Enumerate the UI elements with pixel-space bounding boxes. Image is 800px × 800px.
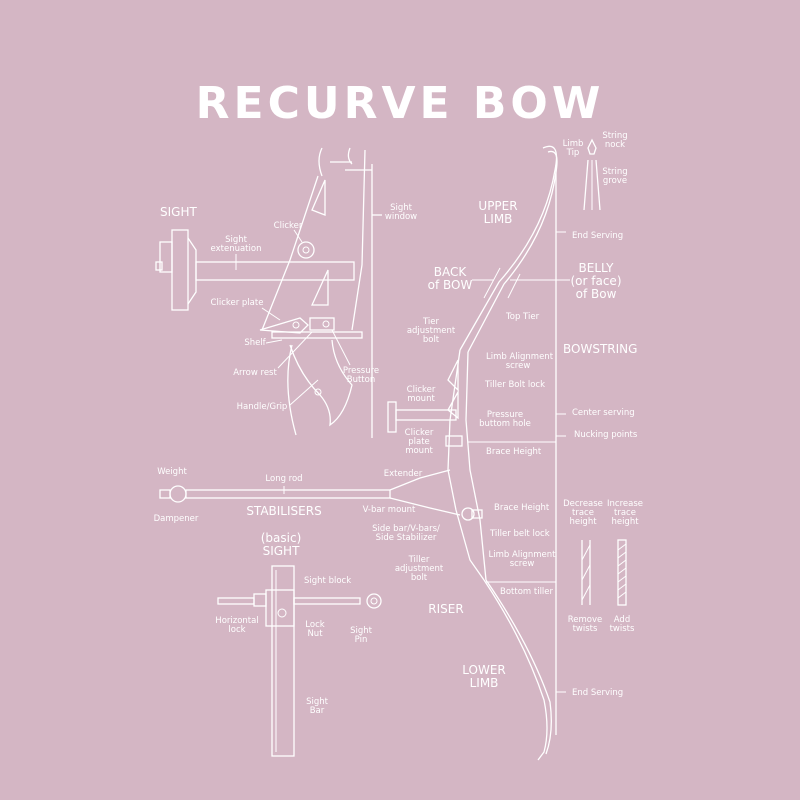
label-long-rod: Long rod [265,474,303,484]
label-handle-grip: Handle/Grip [236,402,288,412]
twist-indicators-drawing [581,539,627,606]
section-lower-limb: LOWER LIMB [462,663,506,690]
label-clicker-plate-mount: Clicker plate mount [404,428,434,456]
label-extender: Extender [383,469,423,479]
label-bottom-tiller: Bottom tiller [500,587,554,597]
label-end-serving-top: End Serving [572,231,624,241]
basic-sight-drawing [217,565,382,757]
section-upper-limb: UPPER LIMB [478,199,518,226]
label-clicker: Clicker [273,221,303,231]
riser-detail-drawing [155,147,382,438]
section-basic-sight: (basic) SIGHT [260,531,302,558]
label-clicker-plate: Clicker plate [210,298,264,308]
label-clicker-mount: Clicker mount [406,385,436,404]
label-brace-height-1: Brace Height [486,447,542,457]
label-increase-trace-height: Increase trace height [607,499,643,527]
label-tier-adjustment-bolt: Tier adjustment bolt [406,317,456,345]
section-sight: SIGHT [160,205,197,219]
label-lock-nut: Lock Nut [305,620,325,639]
main-bow-drawing [387,145,570,761]
label-string-nock: String nock [602,131,628,150]
label-center-serving: Center serving [572,408,635,418]
label-limb-alignment-screw-top: Limb Alignment screw [486,352,554,371]
label-brace-height-2: Brace Height [494,503,550,513]
label-nocking-points: Nucking points [574,430,638,440]
label-top-tier: Top Tier [506,312,540,322]
label-weight: Weight [157,467,187,477]
section-bowstring: BOWSTRING [563,342,638,356]
label-limb-alignment-screw-bottom: Limb Alignment screw [488,550,556,569]
label-sight-pin: Sight Pin [350,626,372,645]
label-sight-block: Sight block [304,576,352,586]
label-pressure-button: Pressure Button [342,366,380,385]
label-tiller-bolt-lock: Tiller Bolt lock [485,380,546,390]
label-dampener: Dampener [153,514,199,524]
label-remove-twists: Remove twists [567,615,603,634]
label-end-serving-bottom: End Serving [572,688,624,698]
label-pressure-button-hole: Pressure buttom hole [479,410,531,429]
section-stabilisers: STABILISERS [246,504,322,518]
section-riser: RISER [428,602,464,616]
label-arrow-rest: Arrow rest [233,368,277,378]
label-sight-bar: Sight Bar [306,697,328,716]
page-title: RECURVE BOW [195,78,605,129]
label-add-twists: Add twists [609,615,635,634]
stabiliser-drawing [159,469,483,521]
label-shelf: Shelf [244,338,266,348]
label-side-bar: Side bar/V-bars/ Side Stabilizer [372,524,440,543]
label-tiller-belt-lock: Tiller belt lock [490,529,550,539]
section-belly: BELLY (or face) of Bow [570,261,622,301]
label-string-grove: String grove [602,167,628,186]
string-nock-drawing [583,138,601,211]
label-sight-extenuation: Sight extenuation [210,235,262,254]
label-sight-window: Sight window [384,203,418,222]
label-tiller-adjustment-bolt: Tiller adjustment bolt [394,555,444,583]
label-horizontal-lock: Horizontal lock [215,616,259,635]
label-decrease-trace-height: Decrease trace height [563,499,603,527]
label-limb-tip: Limb Tip [562,139,584,158]
section-back-of-bow: BACK of BOW [427,265,473,292]
label-v-bar-mount: V-bar mount [362,505,416,515]
